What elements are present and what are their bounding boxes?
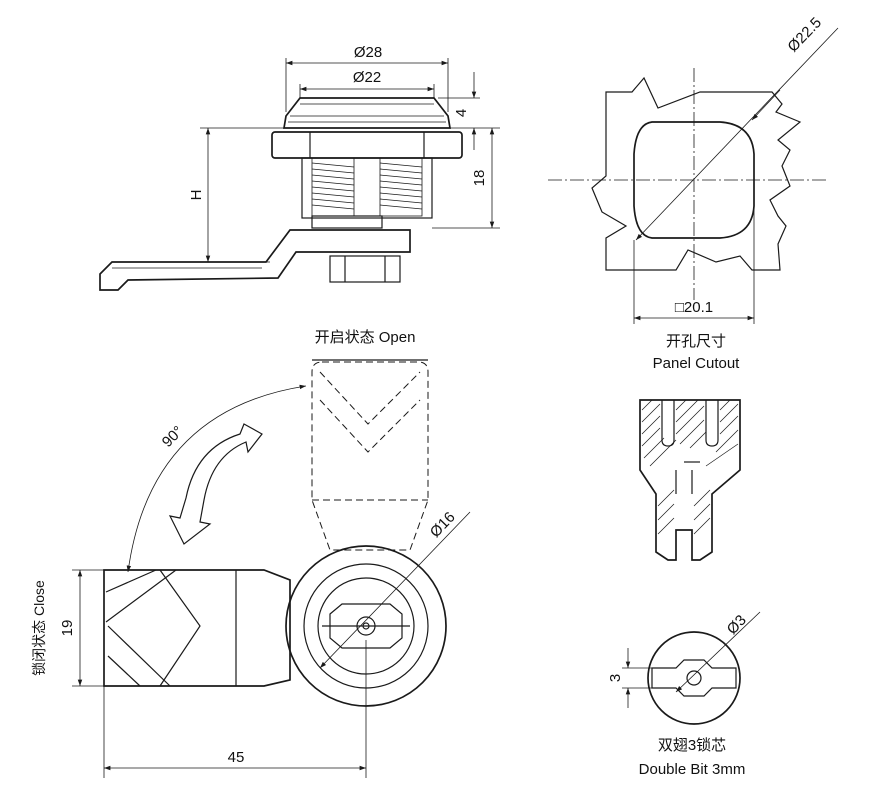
cutout-opening [633, 121, 755, 239]
section-hatch [641, 399, 739, 535]
open-state-label: 开启状态 Open [315, 329, 416, 346]
section-outline [639, 399, 741, 561]
cutout-label-en: Panel Cutout [653, 355, 741, 372]
cutout-label-cn: 开孔尺寸 [666, 333, 726, 350]
rotate-arrow-icon [168, 423, 263, 545]
thread-pattern [311, 162, 423, 210]
rotation-view: 开启状态 Open 90° Ø16 锁闭状态 Close [31, 329, 471, 778]
dim-bit-diameter: Ø3 [724, 612, 750, 638]
open-arm-outline [311, 361, 429, 551]
key-core [329, 603, 403, 649]
dim-inner-diameter: Ø22 [353, 69, 381, 86]
dim-body-diameter: Ø16 [427, 509, 459, 541]
dim-width: 19 [59, 620, 76, 637]
bit-label-cn: 双翅3锁芯 [658, 737, 726, 754]
rotation-angle: 90° [159, 423, 187, 451]
cam-arm [99, 229, 411, 291]
dim-bit-width: 3 [607, 674, 624, 682]
bit-outer [647, 631, 741, 725]
close-state-label: 锁闭状态 Close [31, 580, 47, 676]
panel-outline [591, 76, 802, 271]
close-arm [103, 569, 291, 687]
hex-nut [271, 131, 463, 159]
dim-arm-length: 45 [228, 749, 245, 766]
bottom-nut [329, 255, 401, 283]
dim-height: H [188, 190, 205, 201]
dim-length: 18 [471, 170, 488, 187]
lock-cap [282, 97, 452, 129]
dim-outer-diameter: Ø28 [354, 44, 382, 61]
rotation-arc [126, 384, 307, 573]
bit-slot [651, 659, 737, 697]
double-bit-view: Ø3 3 双翅3锁芯 Double Bit 3mm [607, 611, 761, 778]
panel-cutout-view: Ø22.5 □20.1 开孔尺寸 Panel Cutout [548, 14, 839, 372]
bit-label-en: Double Bit 3mm [639, 761, 746, 778]
cross-section-view [639, 399, 741, 561]
side-view: Ø28 Ø22 4 18 H [99, 44, 500, 291]
dim-cutout-diameter: Ø22.5 [784, 14, 825, 55]
dim-cutout-square: □20.1 [675, 299, 713, 316]
thread-body [301, 157, 433, 219]
dim-flange: 4 [453, 109, 470, 117]
